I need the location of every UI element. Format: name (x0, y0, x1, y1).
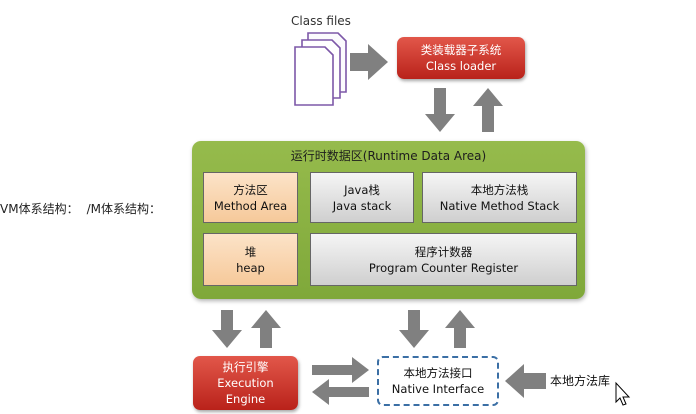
class-files-document-icon (294, 32, 347, 106)
native-library-label: 本地方法库 (550, 374, 611, 388)
class-loader-cn: 类装载器子系统 (420, 43, 502, 57)
arrow-loader-down (425, 88, 455, 132)
class-loader-box: 类装载器子系统 Class loader (397, 37, 525, 79)
java-stack-box: Java栈 Java stack (310, 172, 414, 223)
side-label-2: /M体系结构： (86, 202, 161, 216)
execution-engine-line2: Execution (217, 376, 274, 390)
program-counter-register-en: Program Counter Register (368, 260, 519, 275)
runtime-data-area-title: 运行时数据区(Runtime Data Area) (290, 149, 487, 163)
program-counter-register-cn: 程序计数器 (414, 244, 473, 259)
method-area-en: Method Area (213, 198, 288, 213)
java-stack-cn: Java栈 (344, 182, 380, 197)
method-area-box: 方法区 Method Area (203, 172, 298, 223)
arrow-runtime-to-engine (212, 310, 242, 348)
class-loader-en: Class loader (425, 59, 497, 73)
native-interface-cn: 本地方法接口 (403, 366, 473, 380)
method-area-cn: 方法区 (233, 182, 268, 197)
native-interface-box: 本地方法接口 Native Interface (377, 356, 499, 406)
program-counter-register-box: 程序计数器 Program Counter Register (310, 233, 577, 286)
side-label: VM体系结构： /M体系结构： (0, 200, 161, 217)
java-stack-en: Java stack (332, 198, 392, 213)
arrow-engine-to-runtime (251, 310, 281, 348)
native-interface-en: Native Interface (391, 382, 485, 396)
arrow-runtime-up (473, 88, 503, 132)
native-method-stack-en: Native Method Stack (439, 198, 560, 213)
native-method-stack-cn: 本地方法栈 (470, 182, 529, 197)
heap-en: heap (236, 260, 265, 275)
heap-cn: 堆 (244, 244, 257, 259)
execution-engine-cn: 执行引擎 (222, 360, 269, 374)
native-method-stack-box: 本地方法栈 Native Method Stack (422, 172, 577, 223)
class-files-label: Class files (291, 14, 351, 28)
arrow-classfiles-to-loader (350, 44, 388, 80)
arrow-native-interface-to-engine (312, 379, 369, 405)
arrow-native-interface-to-runtime (445, 310, 475, 348)
side-label-1: VM体系结构： (0, 202, 79, 216)
arrow-engine-to-native-interface (312, 357, 369, 383)
arrow-library-to-native-interface (505, 364, 546, 398)
arrow-runtime-to-native-interface (399, 310, 429, 348)
execution-engine-box: 执行引擎 Execution Engine (193, 356, 298, 410)
execution-engine-line3: Engine (225, 392, 266, 406)
mouse-cursor-icon (615, 381, 631, 406)
heap-box: 堆 heap (203, 233, 298, 286)
